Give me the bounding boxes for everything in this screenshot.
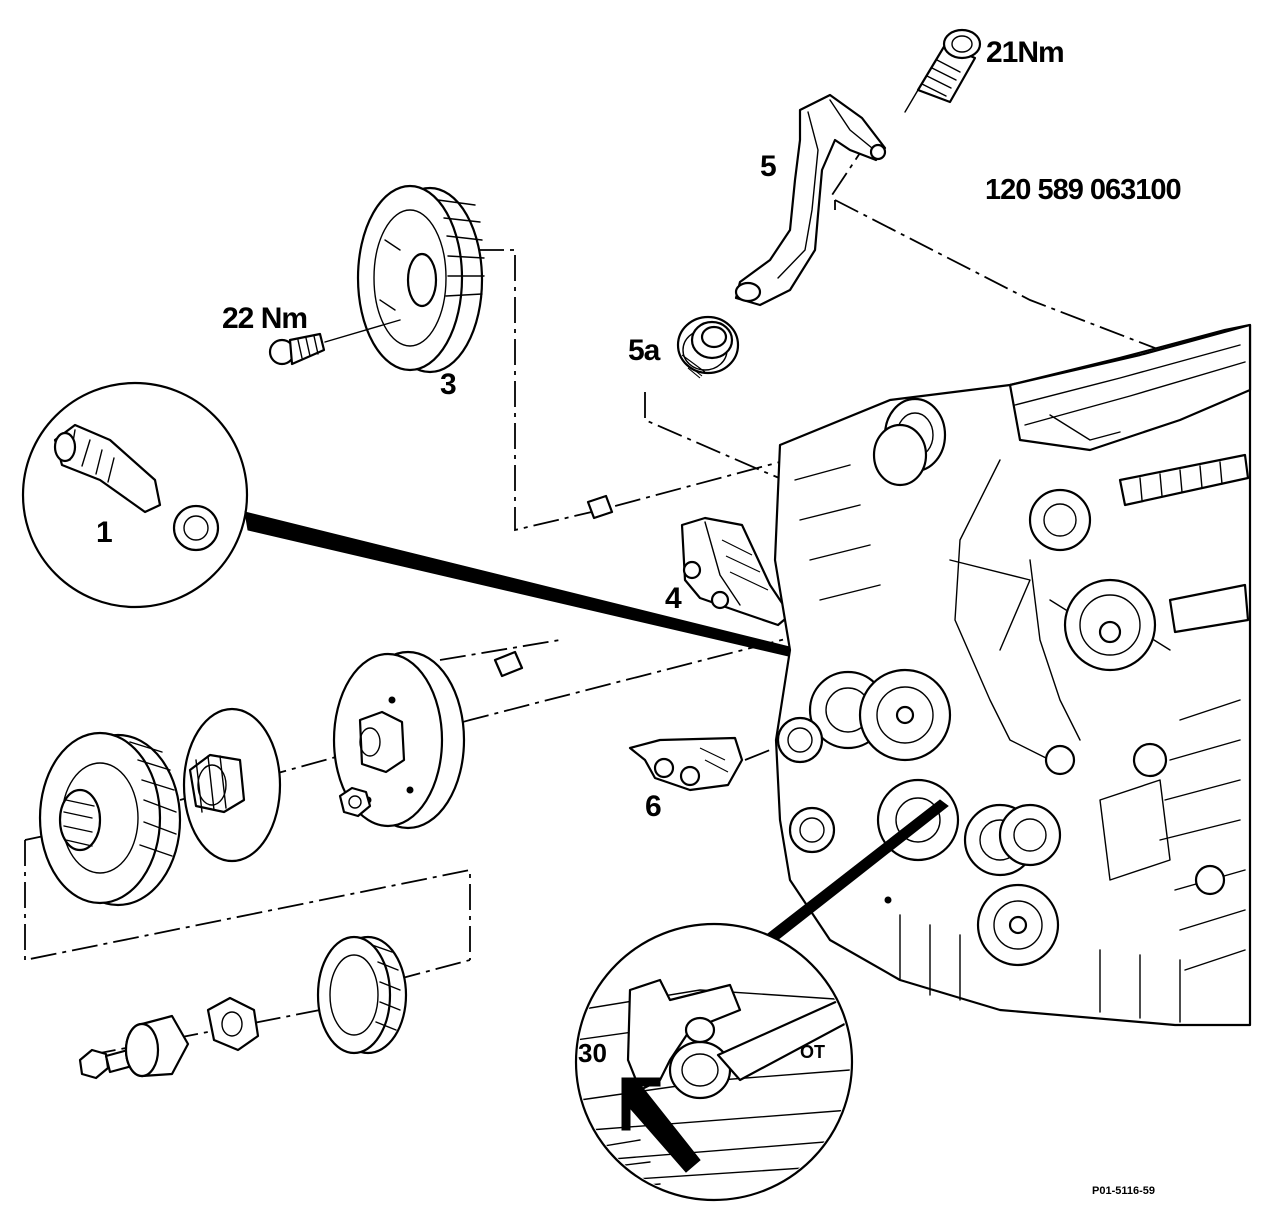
label-part-1: 1 (96, 516, 113, 549)
dowel-pins (493, 494, 614, 678)
bracket-part-4 (680, 516, 792, 627)
detail-circle-timing-mark: 30 OT (574, 922, 854, 1202)
bracket-part-6 (628, 736, 744, 792)
engine-block (669, 323, 1252, 1027)
label-part-3: 3 (440, 368, 457, 401)
figure-reference-code: P01-5116-59 (1092, 1185, 1155, 1197)
label-part-4: 4 (665, 582, 682, 615)
grommet-part-5a (676, 315, 740, 379)
detail-circle-part-1 (21, 381, 843, 669)
label-part-5: 5 (760, 150, 777, 183)
label-special-tool-number: 120 589 063100 (985, 174, 1182, 206)
pulley-part-3 (356, 184, 485, 374)
timing-mark-tdc: OT (800, 1042, 825, 1062)
pulley-bolt (268, 319, 401, 366)
label-torque-21nm: 21Nm (986, 36, 1065, 69)
bracket-bolt (904, 28, 982, 113)
label-part-6: 6 (645, 790, 662, 823)
timing-mark-30: 30 (578, 1038, 607, 1068)
crankshaft-pulley-assembly (38, 650, 466, 1080)
label-torque-22nm: 22 Nm (222, 302, 308, 335)
bracket-part-5 (734, 93, 887, 307)
label-part-5a: 5a (628, 334, 660, 367)
